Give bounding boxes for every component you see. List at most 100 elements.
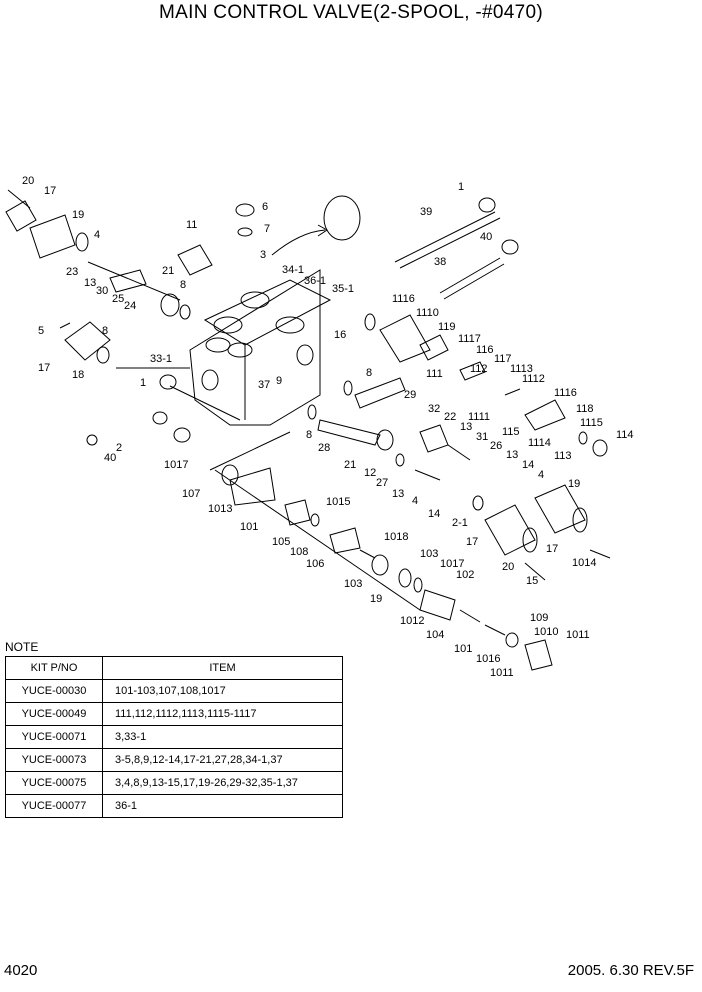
- callout-label: 28: [318, 442, 330, 454]
- callout-label: 1111: [468, 411, 490, 423]
- callout-label: 12: [364, 467, 376, 479]
- callout-label: 101: [240, 521, 258, 533]
- callout-label: 19: [72, 209, 84, 221]
- callout-label: 2-1: [452, 517, 468, 529]
- callout-label: 1112: [522, 373, 545, 385]
- callout-label: 1017: [164, 459, 188, 471]
- callout-label: 38: [434, 256, 446, 268]
- callout-label: 1011: [490, 667, 514, 679]
- callout-label: 7: [264, 223, 270, 235]
- callout-label: 4: [538, 469, 544, 481]
- callout-label: 119: [438, 321, 456, 333]
- callout-label: 1: [458, 181, 464, 193]
- callout-label: 9: [276, 375, 282, 387]
- callout-label: 17: [44, 185, 56, 197]
- callout-label: 22: [444, 411, 456, 423]
- callout-label: 1116: [554, 387, 577, 399]
- callout-label: 1113: [510, 363, 533, 375]
- callout-label: 25: [112, 293, 124, 305]
- callout-label: 111: [426, 368, 443, 380]
- callout-label: 1016: [476, 653, 500, 665]
- callout-label: 8: [102, 325, 108, 337]
- callout-label: 27: [376, 477, 388, 489]
- kit-pno-cell: YUCE-00075: [5, 771, 103, 795]
- item-cell: 36-1: [102, 794, 343, 818]
- callout-label: 16: [334, 329, 346, 341]
- callout-label: 19: [370, 593, 382, 605]
- table-row: YUCE-00030 101-103,107,108,1017: [5, 679, 343, 703]
- callout-label: 21: [344, 459, 356, 471]
- callout-label: 14: [522, 459, 534, 471]
- kit-pno-cell: YUCE-00030: [5, 679, 103, 703]
- table-row: YUCE-00077 36-1: [5, 794, 343, 818]
- callout-label: 109: [530, 612, 548, 624]
- callout-label: 106: [306, 558, 324, 570]
- table-row: YUCE-00071 3,33-1: [5, 725, 343, 749]
- callout-label: 20: [22, 175, 34, 187]
- callout-label: 114: [616, 429, 634, 441]
- callout-label: 1012: [400, 615, 424, 627]
- callout-label: 112: [470, 363, 488, 375]
- callout-label: 1: [140, 377, 146, 389]
- callout-label: 31: [476, 431, 488, 443]
- callout-label: 1018: [384, 531, 408, 543]
- page-number: 4020: [4, 962, 38, 979]
- callout-label: 36-1: [304, 275, 326, 287]
- kit-pno-cell: YUCE-00049: [5, 702, 103, 726]
- callout-label: 5: [38, 325, 44, 337]
- callout-label: 23: [66, 266, 78, 278]
- callout-label: 103: [420, 548, 438, 560]
- callout-label: 33-1: [150, 353, 172, 365]
- callout-label: 1010: [534, 626, 558, 638]
- callout-label: 1116: [392, 293, 415, 305]
- table-row: YUCE-00075 3,4,8,9,13-15,17,19-26,29-32,…: [5, 771, 343, 795]
- callout-label: 20: [502, 561, 514, 573]
- callout-label: 32: [428, 403, 440, 415]
- callout-label: 14: [428, 508, 440, 520]
- callout-label: 1014: [572, 557, 596, 569]
- callout-label: 1015: [326, 496, 350, 508]
- kit-pno-header: KIT P/NO: [5, 656, 103, 680]
- callout-label: 13: [506, 449, 518, 461]
- callout-label: 29: [404, 389, 416, 401]
- item-cell: 3-5,8,9,12-14,17-21,27,28,34-1,37: [102, 748, 343, 772]
- callout-label: 116: [476, 344, 494, 356]
- callout-label: 8: [306, 429, 312, 441]
- callout-label: 30: [96, 285, 108, 297]
- callout-label: 104: [426, 629, 444, 641]
- callout-label: 11: [186, 219, 197, 231]
- callout-label: 40: [480, 231, 492, 243]
- callout-label: 2: [116, 442, 122, 454]
- callout-label: 39: [420, 206, 432, 218]
- item-cell: 101-103,107,108,1017: [102, 679, 343, 703]
- callout-label: 13: [392, 488, 404, 500]
- callout-label: 17: [38, 362, 50, 374]
- callout-label: 15: [526, 575, 538, 587]
- callout-label: 13: [460, 421, 472, 433]
- item-cell: 111,112,1112,1113,1115-1117: [102, 702, 343, 726]
- callout-label: 1117: [458, 333, 481, 345]
- callout-label: 108: [290, 546, 308, 558]
- kit-pno-cell: YUCE-00073: [5, 748, 103, 772]
- item-header: ITEM: [102, 656, 343, 680]
- revision-date: 2005. 6.30 REV.5F: [567, 962, 694, 979]
- callout-label: 18: [72, 369, 84, 381]
- valve-body: [189, 269, 321, 426]
- kit-pno-cell: YUCE-00077: [5, 794, 103, 818]
- kit-table-header: KIT P/NO ITEM: [5, 656, 343, 680]
- callout-label: 101: [454, 643, 472, 655]
- callout-labels: 20 17 19 4 23 13 30 25 24 21 8 11 6 7 3 …: [22, 175, 634, 679]
- callout-label: 3: [260, 249, 266, 261]
- callout-label: 21: [162, 265, 174, 277]
- callout-label: 105: [272, 536, 290, 548]
- callout-label: 8: [366, 367, 372, 379]
- callout-label: 19: [568, 478, 580, 490]
- callout-label: 1011: [566, 629, 590, 641]
- exploded-parts-diagram: 20 17 19 4 23 13 30 25 24 21 8 11 6 7 3 …: [0, 160, 702, 720]
- callout-label: 17: [466, 536, 478, 548]
- callout-label: 17: [546, 543, 558, 555]
- kit-pno-cell: YUCE-00071: [5, 725, 103, 749]
- kit-table: KIT P/NO ITEM YUCE-00030 101-103,107,108…: [5, 656, 343, 818]
- callout-label: 117: [494, 353, 512, 365]
- callout-label: 4: [412, 495, 418, 507]
